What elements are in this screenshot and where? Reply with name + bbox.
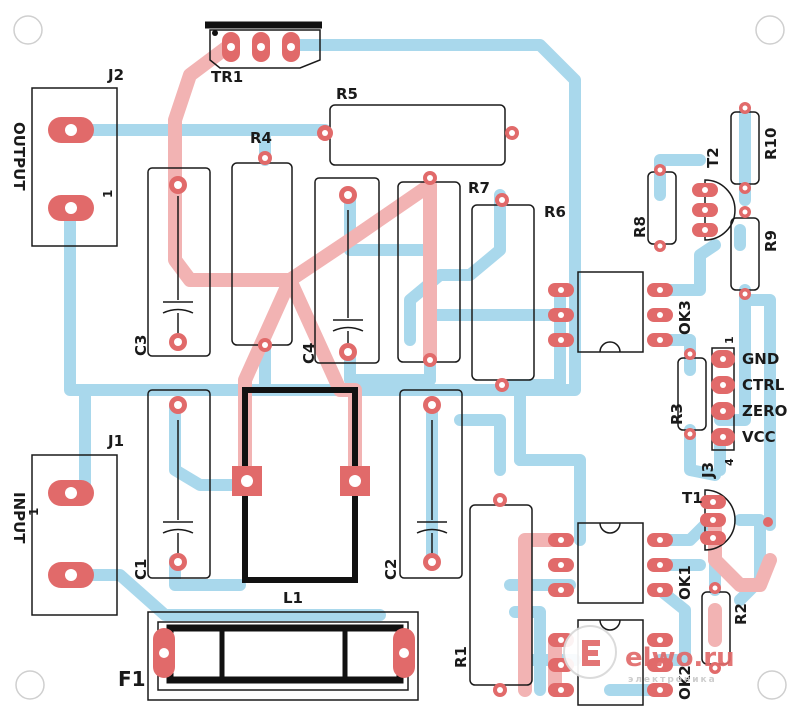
logo-subtitle: электроника: [628, 675, 717, 685]
label-tr1: TR1: [211, 68, 243, 86]
label-r6: R6: [544, 203, 566, 221]
label-l1: L1: [283, 589, 303, 607]
label-j2-pin1: 1: [101, 190, 115, 198]
c3-outline: [147, 167, 211, 357]
c1-outline: [147, 389, 211, 579]
j3-outline: [711, 347, 735, 451]
label-r4: R4: [250, 129, 272, 147]
label-j2: J2: [107, 66, 124, 84]
label-gnd: GND: [742, 350, 779, 368]
label-j1-pin1: 1: [27, 508, 41, 516]
label-j1: J1: [107, 432, 124, 450]
mounting-holes: [13, 15, 787, 700]
label-r7: R7: [468, 179, 490, 197]
connector-j2: [31, 87, 118, 247]
label-r3: R3: [668, 403, 686, 425]
label-input: INPUT: [10, 492, 28, 544]
label-ok1: OK1: [676, 565, 694, 600]
label-zero: ZERO: [742, 402, 787, 420]
label-r10: R10: [762, 128, 780, 160]
label-c4: C4: [300, 343, 318, 364]
label-c1: C1: [132, 559, 150, 580]
label-c3: C3: [132, 335, 150, 356]
label-j3-pin1: 1: [723, 336, 736, 344]
tr1-pin1-dot: [212, 30, 218, 36]
f1-outline: [147, 611, 419, 701]
t2-outline: [704, 179, 736, 241]
c4-outline: [314, 177, 380, 364]
label-t2: T2: [704, 147, 722, 168]
label-ctrl: CTRL: [742, 376, 785, 394]
label-r5: R5: [336, 85, 358, 103]
label-r2: R2: [732, 603, 750, 625]
label-output: OUTPUT: [10, 122, 28, 191]
label-ok3: OK3: [676, 300, 694, 335]
drill-holes: [65, 43, 748, 693]
label-ok2: OK2: [676, 665, 694, 700]
logo-e-glyph: [582, 640, 600, 666]
label-j3-pin4: 4: [723, 458, 736, 466]
r5-outline: [329, 104, 506, 166]
elwo-logo: elwo.ru электроника: [563, 625, 735, 685]
label-c2: C2: [382, 559, 400, 580]
t1-outline: [704, 489, 736, 551]
label-j3: J3: [699, 462, 717, 479]
label-f1: F1: [118, 667, 146, 691]
fuse-body: [166, 624, 404, 684]
logo-text: elwo.ru: [625, 643, 735, 673]
c2-outline: [399, 389, 463, 579]
label-r1: R1: [452, 646, 470, 668]
ok1-outline: [577, 522, 644, 604]
ok3-outline: [577, 271, 644, 353]
label-t1: T1: [682, 489, 703, 507]
connector-j1: [31, 454, 118, 616]
label-r9: R9: [762, 230, 780, 252]
silkscreen-labels: TR1 J2 J1 OUTPUT INPUT 1 1 R5 R4 R7 R6 C…: [10, 66, 787, 700]
label-r8: R8: [631, 216, 649, 238]
label-vcc: VCC: [742, 428, 776, 446]
r4-outline: [231, 162, 293, 346]
tr1-outline: [209, 29, 321, 69]
